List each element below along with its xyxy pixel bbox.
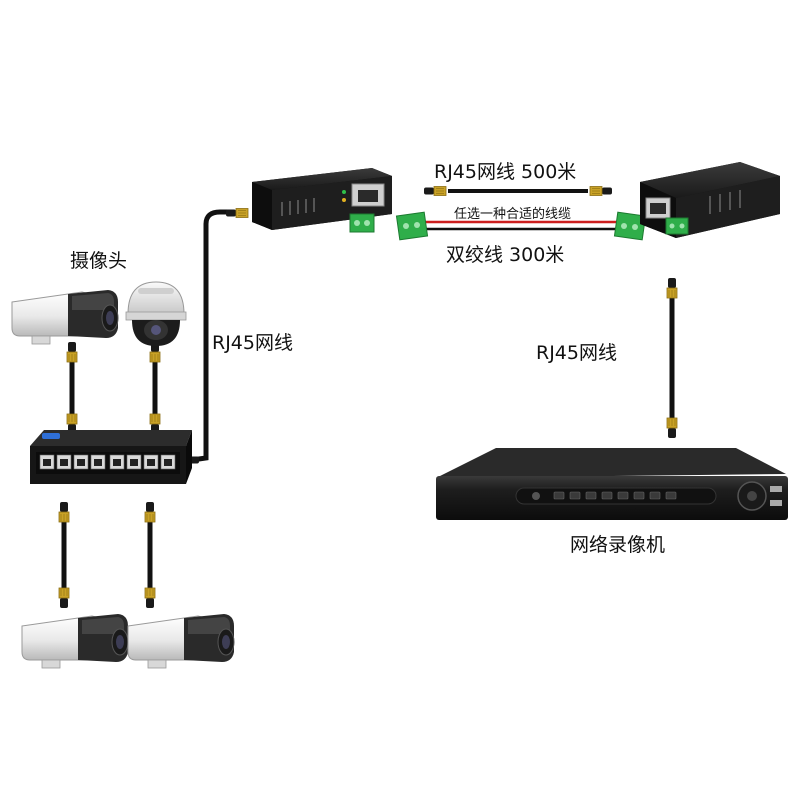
terminal-plug-icon: [395, 211, 429, 241]
rj45-connector-icon: [58, 587, 70, 609]
network-switch-icon: [30, 430, 192, 484]
rj45-cable-left: [189, 209, 231, 463]
cable-note-label: 任选一种合适的线缆: [454, 207, 572, 222]
rj45-top-label: RJ45网线 500米: [434, 161, 577, 183]
rj45-connector-icon: [423, 186, 447, 196]
nvr-recorder-icon: [436, 448, 788, 520]
rj45-connector-icon: [144, 501, 156, 523]
rj45-connector-icon: [225, 208, 249, 218]
rj45-right-label: RJ45网线: [536, 342, 617, 364]
rj45-connector-icon: [144, 587, 156, 609]
bullet-camera-icon: [11, 289, 119, 345]
rj45-connector-icon: [589, 186, 613, 196]
terminal-plug-icon: [613, 211, 647, 241]
rj45-connector-icon: [66, 341, 78, 363]
camera-group-label: 摄像头: [70, 250, 128, 272]
ethernet-extender-icon-left: [251, 167, 393, 233]
rj45-connector-icon: [58, 501, 70, 523]
rj45-connector-icon: [666, 277, 678, 299]
rj45-connector-icon: [666, 417, 678, 439]
bullet-camera-icon: [127, 613, 235, 669]
nvr-label: 网络录像机: [570, 534, 666, 556]
dome-camera-icon: [125, 281, 187, 346]
bullet-camera-icon: [21, 613, 129, 669]
ethernet-extender-icon-right: [640, 162, 780, 238]
rj45-left-label: RJ45网线: [212, 332, 293, 354]
twisted-pair-label: 双绞线 300米: [446, 244, 565, 266]
